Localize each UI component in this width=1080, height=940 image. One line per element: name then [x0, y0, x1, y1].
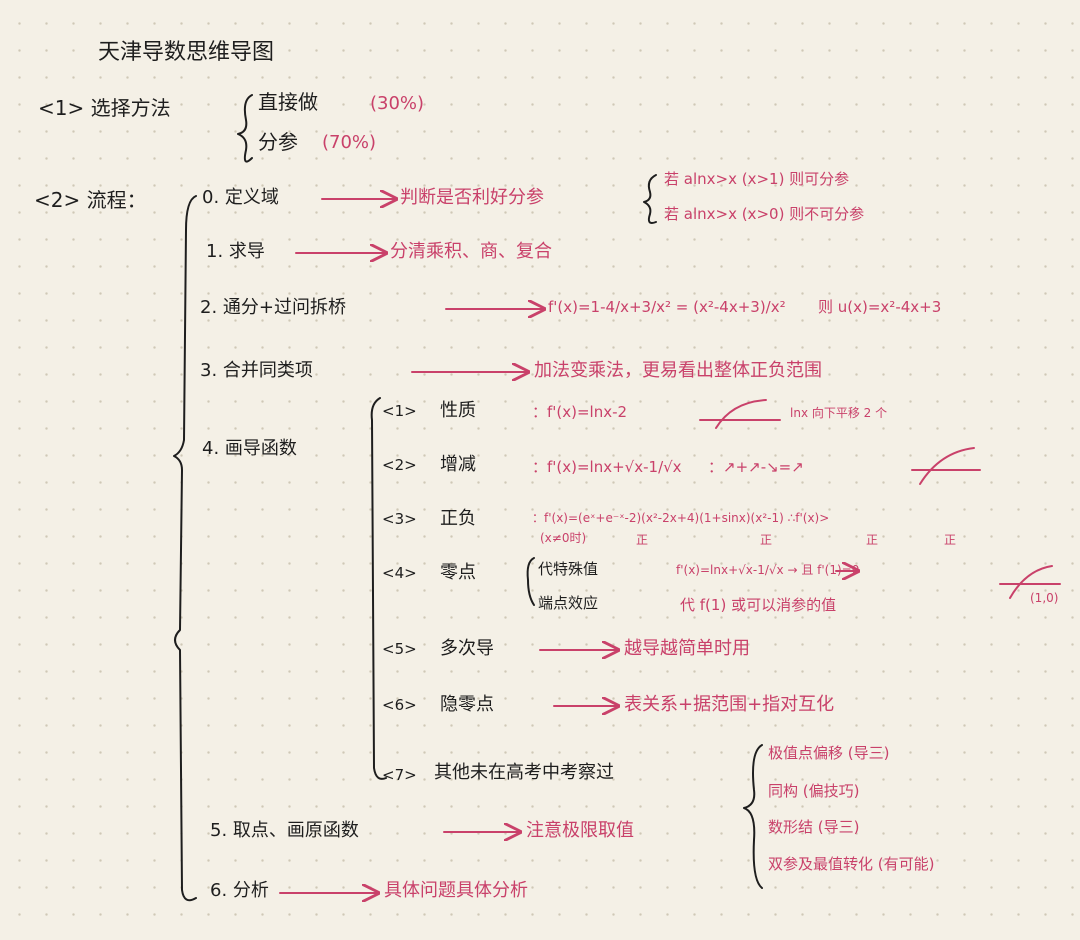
draw-item-1-note2: lnx 向下平移 2 个: [790, 406, 888, 420]
draw-item-4-num: <4>: [382, 564, 417, 582]
draw-item-7-list-4: 双参及最值转化 (有可能): [768, 855, 935, 873]
draw-item-1-label: 性质: [440, 400, 476, 421]
draw-item-4-label: 零点: [440, 562, 476, 583]
option-direct: 直接做: [258, 90, 318, 114]
section-1-label: <1> 选择方法: [38, 96, 171, 120]
draw-item-3-note: ：f'(x)=(eˣ+e⁻ˣ-2)(x²-2x+4)(1+sinx)(x²-1)…: [532, 511, 830, 525]
draw-item-7-list-2: 同构 (偏技巧): [768, 782, 860, 800]
draw-item-4-sub-1: 代特殊值: [538, 560, 599, 578]
step-3-note: 加法变乘法，更易看出整体正负范围: [534, 360, 822, 381]
draw-item-7-num: <7>: [382, 766, 417, 784]
section-2-label: <2> 流程：: [34, 188, 147, 212]
step-6-label: 6. 分析: [210, 880, 269, 901]
draw-item-4-point: (1,0): [1030, 591, 1059, 605]
step-2-note: f'(x)=1-4/x+3/x² = (x²-4x+3)/x²: [548, 298, 786, 316]
draw-item-1-num: <1>: [382, 402, 417, 420]
draw-item-7-list-3: 数形结 (导三): [768, 818, 860, 836]
draw-item-4-sub-2: 端点效应: [538, 594, 599, 612]
step-2-label: 2. 通分+过问拆桥: [200, 297, 346, 318]
option-separate: 分参: [258, 130, 298, 154]
draw-item-4-note: f'(x)=lnx+√x-1/√x → 且 f'(1)=0: [676, 563, 860, 577]
draw-item-3-sub: (x≠0时): [540, 531, 587, 545]
step-0-label: 0. 定义域: [202, 187, 279, 208]
draw-item-6-label: 隐零点: [440, 694, 494, 715]
step-3-label: 3. 合并同类项: [200, 360, 313, 381]
draw-item-5-note: 越导越简单时用: [624, 638, 750, 659]
draw-item-2-label: 增减: [440, 454, 476, 475]
draw-item-4-note2: 代 f(1) 或可以消参的值: [680, 596, 837, 614]
step-1-note: 分清乘积、商、复合: [390, 241, 552, 262]
step-6-note: 具体问题具体分析: [384, 880, 528, 901]
page-title: 天津导数思维导图: [98, 40, 275, 65]
draw-item-6-num: <6>: [382, 696, 417, 714]
draw-item-3-mark-1: 正: [636, 533, 649, 547]
draw-item-3-mark-4: 正: [944, 533, 957, 547]
option-direct-percent: (30%): [370, 93, 425, 114]
draw-item-3-num: <3>: [382, 510, 417, 528]
step-2-extra: 则 u(x)=x²-4x+3: [818, 298, 942, 316]
draw-item-3-mark-3: 正: [866, 533, 879, 547]
draw-item-3-label: 正负: [440, 508, 476, 529]
draw-item-5-label: 多次导: [440, 638, 494, 659]
draw-item-6-note: 表关系+据范围+指对互化: [624, 694, 835, 715]
step-0-case-b: 若 alnx>x (x>0) 则不可分参: [664, 205, 865, 223]
draw-item-2-num: <2>: [382, 456, 417, 474]
step-1-label: 1. 求导: [206, 241, 265, 262]
step-5-label: 5. 取点、画原函数: [210, 820, 359, 841]
draw-item-7-list-1: 极值点偏移 (导三): [768, 744, 890, 762]
step-0-note: 判断是否利好分参: [400, 187, 544, 208]
draw-item-1-note: ：f'(x)=lnx-2: [532, 403, 628, 421]
step-4-label: 4. 画导函数: [202, 438, 297, 459]
draw-item-7-label: 其他未在高考中考察过: [434, 762, 614, 783]
draw-item-5-num: <5>: [382, 640, 417, 658]
draw-item-2-note: ：f'(x)=lnx+√x-1/√x: [532, 458, 682, 476]
draw-item-2-note2: ：↗+↗-↘=↗: [708, 458, 804, 476]
option-separate-percent: (70%): [322, 132, 377, 153]
draw-item-3-mark-2: 正: [760, 533, 773, 547]
step-5-note: 注意极限取值: [526, 820, 634, 841]
step-0-case-a: 若 alnx>x (x>1) 则可分参: [664, 170, 850, 188]
